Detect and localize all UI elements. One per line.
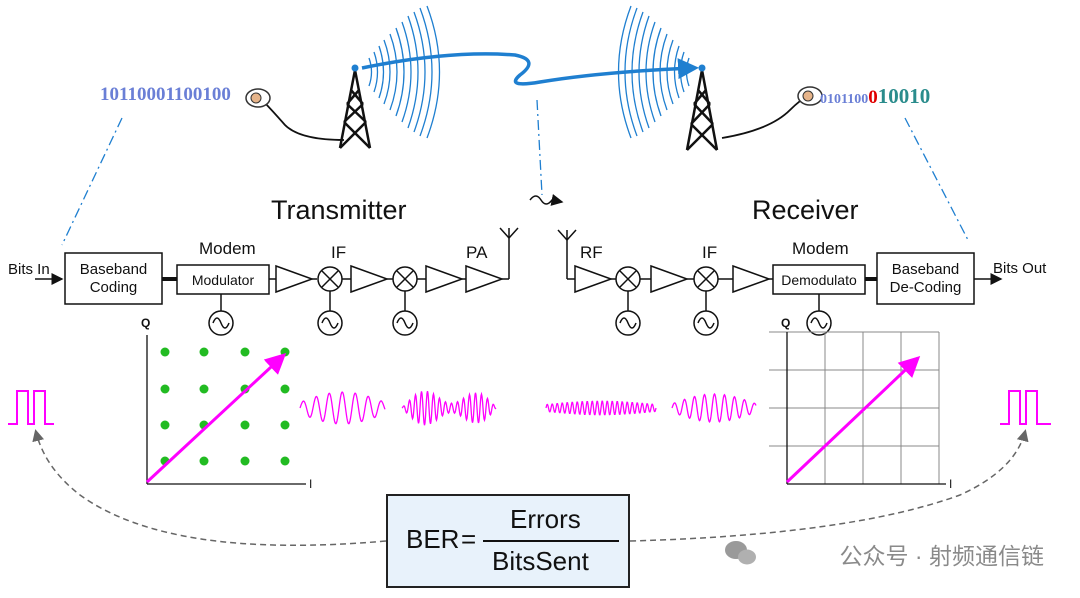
rx-antenna-icon: [557, 229, 577, 279]
receive-tower-icon: [685, 64, 719, 151]
tx-modem-label: Modem: [199, 239, 256, 258]
received-waveform: [671, 392, 757, 424]
tx-bitstream: 10110001100100: [100, 84, 231, 105]
modulator-block: [176, 264, 270, 295]
receive-cable: [721, 95, 809, 139]
transmit-connector-icon: [245, 88, 271, 108]
tx-antenna-icon: [499, 227, 519, 279]
rx-baseband-decoding-block: [876, 252, 975, 305]
rx-amplifier-1-icon: [650, 264, 690, 294]
transmit-radio-waves: [368, 5, 441, 139]
transmitter-title: Transmitter: [271, 195, 407, 225]
rx-mixer-1-icon: [615, 266, 641, 292]
tx-constellation-plot: [145, 335, 306, 485]
signal-squiggle-icon: [529, 194, 564, 206]
transmit-tower-icon: [338, 64, 372, 149]
tx-baseband-label: Baseband Coding: [65, 261, 162, 297]
ber-numerator: Errors: [510, 504, 581, 534]
bits-out-label: Bits Out: [993, 260, 1047, 277]
tx-baseband-line2: Coding: [89, 279, 138, 296]
rx-error-bit: 0: [868, 87, 878, 108]
rf-label: RF: [580, 243, 603, 262]
ber-formula-box: BER = Errors BitsSent: [386, 494, 630, 588]
power-amplifier-icon: [465, 264, 505, 294]
leader-lines: [61, 99, 969, 246]
rx-oscillator-icons: [615, 291, 832, 336]
rx-q-axis-label: Q: [781, 316, 791, 330]
tx-i-axis-label: I: [309, 477, 313, 491]
constellation-point: [240, 420, 250, 430]
constellation-point: [160, 384, 170, 394]
tx-amplifier-3-icon: [425, 264, 465, 294]
rx-pulse-train: [1000, 390, 1051, 425]
baseband-waveform: [299, 391, 386, 425]
constellation-point: [280, 384, 290, 394]
tx-amplifier-2-icon: [350, 264, 390, 294]
rx-amplifier-2-icon: [732, 264, 772, 294]
pa-label: PA: [466, 243, 488, 262]
watermark-text: 公众号 · 射频通信链: [839, 543, 1044, 569]
rx-bitstream-end: 10010: [877, 84, 931, 108]
constellation-point: [160, 347, 170, 357]
constellation-point: [199, 384, 209, 394]
rf-amplifier-icon: [574, 264, 614, 294]
transmit-cable: [261, 99, 345, 141]
rx-baseband-label: Baseband De-Coding: [877, 261, 974, 297]
tx-constellation-vector: [145, 352, 287, 484]
rx-i-axis-label: I: [949, 477, 953, 491]
tx-if-label: IF: [331, 243, 347, 262]
modulator-label: Modulator: [191, 272, 255, 288]
tx-amplifier-1-icon: [275, 264, 315, 294]
tx-mixer-2-icon: [392, 266, 418, 292]
tx-baseband-line1: Baseband: [79, 261, 148, 278]
rx-mixer-2-icon: [693, 266, 719, 292]
constellation-point: [160, 420, 170, 430]
bits-in-label: Bits In: [8, 261, 50, 278]
modulated-rf-waveform: [401, 390, 497, 426]
receiver-title: Receiver: [752, 195, 859, 225]
constellation-point: [240, 347, 250, 357]
rx-baseband-line1: Baseband: [891, 261, 960, 278]
tx-pulse-train: [8, 390, 54, 425]
ber-lhs: BER: [406, 524, 460, 554]
propagation-path: [361, 52, 699, 86]
demodulator-label: Demodulato: [781, 272, 857, 288]
constellation-point: [199, 456, 209, 466]
tx-mixer-1-icon: [317, 266, 343, 292]
rx-constellation-plot: [769, 331, 946, 485]
rx-constellation-vector: [785, 355, 921, 484]
ber-denominator: BitsSent: [492, 546, 589, 576]
received-attenuated-waveform: [545, 400, 657, 416]
rx-baseband-line2: De-Coding: [889, 279, 962, 296]
rx-if-label: IF: [702, 243, 718, 262]
constellation-point: [280, 456, 290, 466]
constellation-point: [240, 456, 250, 466]
tx-q-axis-label: Q: [141, 316, 151, 330]
receive-connector-icon: [797, 86, 823, 106]
tx-baseband-coding-block: [64, 252, 163, 305]
rx-bitstream: 0101100010010: [820, 84, 930, 109]
tx-oscillator-icons: [208, 291, 418, 336]
wechat-icon: [725, 541, 756, 565]
constellation-point: [199, 347, 209, 357]
ber-fraction-bar: [483, 540, 619, 542]
rx-feedback-arc: [629, 429, 1029, 542]
rx-bitstream-start: 0101100: [820, 92, 869, 107]
rx-modem-label: Modem: [792, 239, 849, 258]
tx-feedback-arc: [32, 429, 387, 547]
ber-equals: =: [461, 524, 477, 554]
constellation-point: [280, 420, 290, 430]
